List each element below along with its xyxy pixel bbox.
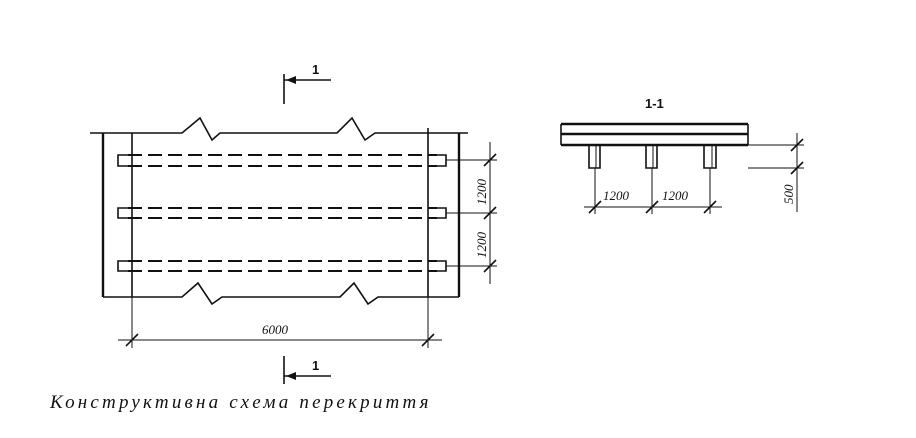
plan-beam-3 — [117, 260, 447, 272]
plan-vertical-dimension — [446, 142, 497, 284]
section-dim-spacing-2: 1200 — [662, 188, 689, 203]
section-beam-3 — [703, 145, 717, 169]
section-vertical-dimension — [748, 133, 804, 212]
plan-dim-spacing-2: 1200 — [474, 232, 489, 259]
section-horizontal-dimension — [584, 168, 722, 214]
section-beam-2 — [645, 145, 658, 169]
section-mark-top-label: 1 — [312, 62, 319, 77]
plan-dim-spacing-1: 1200 — [474, 179, 489, 206]
section-beam-1 — [588, 145, 601, 169]
section-mark-bottom — [283, 356, 331, 384]
plan-view: 1200 1200 6000 1 1 — [90, 62, 497, 384]
drawing-caption: Конструктивна схема перекриття — [50, 392, 432, 413]
section-slab — [560, 122, 749, 147]
plan-dim-length: 6000 — [262, 322, 289, 337]
section-title: 1-1 — [645, 96, 664, 111]
section-mark-bottom-label: 1 — [312, 358, 319, 373]
plan-bottom-edge-break — [103, 281, 459, 306]
plan-beam-1 — [117, 154, 447, 167]
plan-horizontal-dimension — [118, 297, 442, 348]
plan-top-edge-break — [90, 116, 468, 142]
section-mark-top — [283, 74, 331, 104]
section-dim-height: 500 — [781, 184, 796, 204]
plan-beam-2 — [117, 207, 447, 219]
section-view: 1-1 — [560, 96, 804, 214]
section-dim-spacing-1: 1200 — [603, 188, 630, 203]
